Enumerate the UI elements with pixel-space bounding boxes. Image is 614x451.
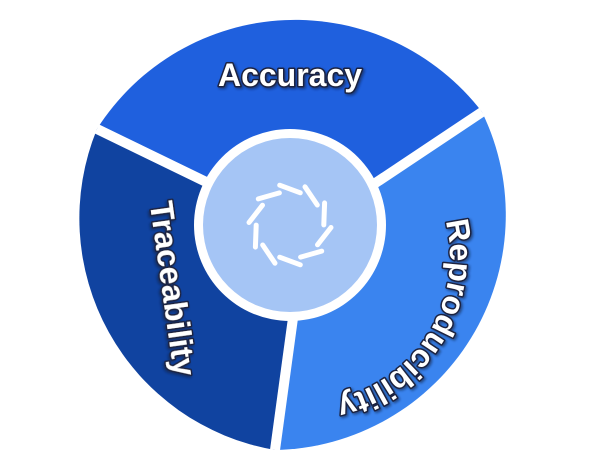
logo-dash — [277, 182, 303, 196]
segment-label-accuracy: Accuracy — [218, 57, 362, 93]
segment-reproducibility — [275, 112, 506, 450]
logo-dash — [315, 225, 334, 248]
logo-dash — [246, 202, 265, 225]
segment-accuracy — [97, 19, 482, 231]
center-hub — [203, 138, 377, 312]
logo-dash — [255, 190, 282, 202]
logo-dash — [252, 222, 259, 250]
logo-dash — [277, 254, 303, 268]
spinning-dashes-logo-icon — [246, 182, 334, 268]
logo-dash — [321, 200, 328, 228]
logo-dash — [260, 242, 278, 266]
logo-dash — [298, 248, 325, 260]
logo-dash — [302, 184, 320, 208]
